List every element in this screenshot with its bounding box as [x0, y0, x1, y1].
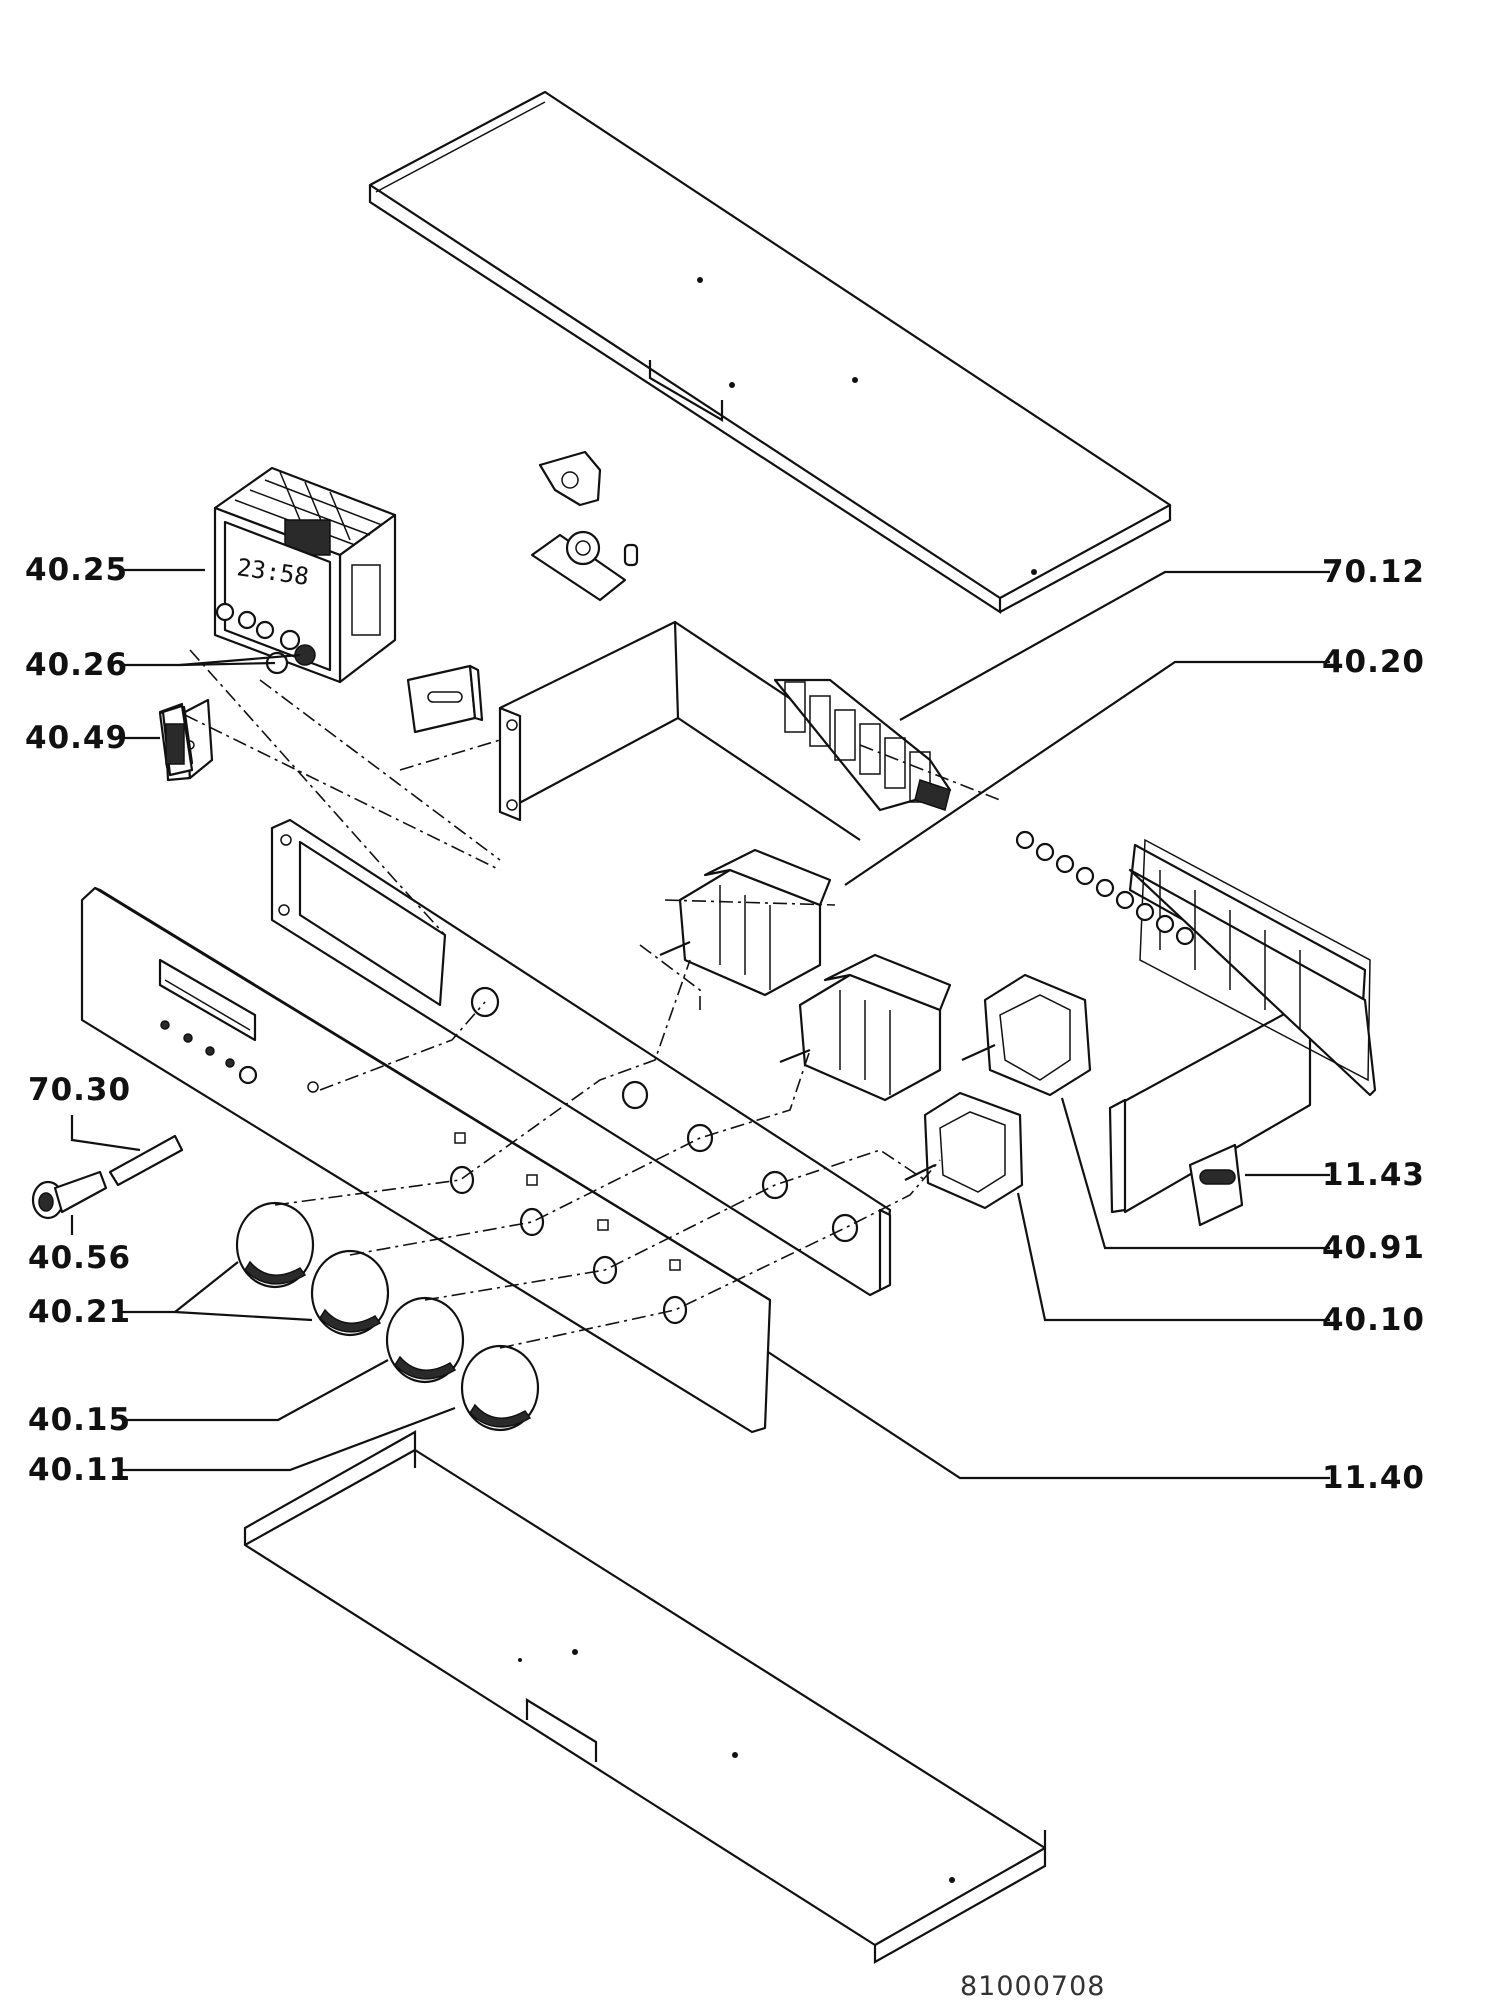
wiring-housing — [1015, 830, 1377, 1214]
control-knob-2 — [310, 1249, 390, 1337]
label-indicator-lamp: 70.30 — [28, 1072, 131, 1108]
label-regulator-switch: 40.10 — [1322, 1302, 1425, 1338]
label-energy-regulator: 40.91 — [1322, 1230, 1425, 1266]
top-cover — [368, 90, 1172, 615]
label-front-panel: 11.40 — [1322, 1460, 1425, 1496]
control-knob-1 — [235, 1201, 315, 1289]
terminal-block-part — [773, 678, 952, 812]
label-knob-4: 40.11 — [28, 1452, 131, 1488]
assembly-lines — [184, 649, 1001, 1349]
label-clock-knobs: 40.26 — [25, 647, 128, 683]
clock-timer-unit: 23:58 — [213, 466, 397, 684]
regulator-switch-part — [904, 1091, 1024, 1210]
selector-switch-lower — [779, 953, 952, 1102]
label-lamp-holder: 40.56 — [28, 1240, 131, 1276]
selector-switch-upper — [659, 848, 832, 997]
leader-lines — [70, 568, 1330, 1480]
drawing-code: 81000708 — [960, 1971, 1105, 2002]
label-terminal-block: 70.12 — [1322, 554, 1425, 590]
thermostat-holder — [530, 530, 639, 602]
bottom-plate — [243, 1430, 1047, 1964]
indicator-lamp-part — [108, 1134, 184, 1187]
label-selector-switches: 40.20 — [1322, 644, 1425, 680]
control-knob-3 — [385, 1296, 465, 1384]
energy-regulator-part — [961, 973, 1092, 1097]
cable-clamp-part — [1188, 1143, 1244, 1227]
front-control-panel — [80, 886, 772, 1434]
terminal-strip — [1015, 830, 1195, 946]
part-labels: 40.25 40.26 40.49 70.30 40.56 40.21 40.1… — [25, 552, 1425, 1496]
clip-40-49 — [161, 704, 194, 777]
rear-chassis-bracket — [498, 620, 861, 841]
cable-guide-cap — [538, 450, 602, 507]
control-knob-4 — [460, 1344, 540, 1432]
label-knob-3: 40.15 — [28, 1402, 131, 1438]
label-control-knobs: 40.21 — [28, 1294, 131, 1330]
mount-bracket — [406, 664, 484, 734]
label-cable-clamp: 11.43 — [1322, 1157, 1425, 1193]
label-clock-bracket: 40.49 — [25, 720, 128, 756]
label-clock-timer: 40.25 — [25, 552, 128, 588]
lamp-holder-part — [31, 1170, 108, 1220]
